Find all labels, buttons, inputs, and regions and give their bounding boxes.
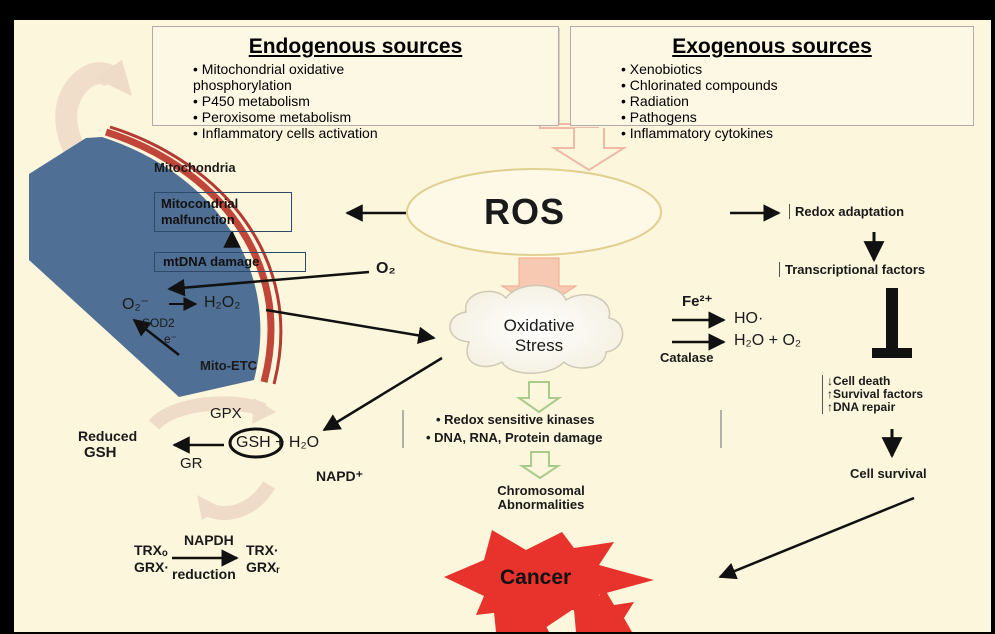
inhibition-bar (886, 288, 898, 350)
mtdna-damage-box: mtDNA damage (154, 252, 306, 272)
catalase-label: Catalase (660, 350, 714, 365)
gsh-h2o-label: GSH + H₂O (236, 434, 320, 451)
exogenous-item: • Pathogens (621, 109, 697, 125)
endogenous-item: • Inflammatory cells activation (193, 125, 378, 141)
sod2-label: SOD2 (142, 316, 175, 330)
transcriptional-factors-text: Transcriptional factors (785, 262, 926, 277)
napd-label: NAPD⁺ (316, 468, 364, 484)
stress-line: Oxidative (503, 316, 575, 335)
cancer-burst-small-2 (574, 588, 634, 632)
redox-adaptation-label: Redox adaptation (789, 204, 904, 219)
ros-label: ROS (484, 191, 566, 232)
grx-reduced-label: GRXᵣ (246, 559, 280, 575)
chromosomal-line: Chromosomal (497, 483, 585, 498)
malfunction-box: Mitocondrial malfunction (154, 192, 292, 232)
endogenous-title: Endogenous sources (248, 35, 463, 58)
recycle-arrow-gsh (148, 396, 267, 431)
endogenous-list: • Mitochondrial oxidative phosphorylatio… (193, 61, 378, 141)
gr-label: GR (180, 455, 203, 472)
exogenous-item: • Xenobiotics (621, 61, 703, 77)
dna-damage-item: • DNA, RNA, Protein damage (426, 430, 603, 445)
o2-minus-label: O₂⁻ (122, 296, 150, 313)
reduced-gsh-label: GSH (84, 444, 117, 461)
trx-reduced-label: TRX· (246, 542, 279, 558)
transcriptional-factors-label: Transcriptional factors (779, 262, 925, 277)
hydroxyl-label: HO· (734, 310, 764, 327)
redox-adaptation-text: Redox adaptation (795, 204, 905, 219)
dna-repair-item: ↑DNA repair (827, 400, 896, 414)
trx-oxidized-label: TRXₒ (134, 542, 168, 558)
oxidative-stress-label: Oxidative Stress (484, 316, 594, 356)
endogenous-item: • Mitochondrial oxidative (193, 61, 345, 77)
gpx-label: GPX (210, 405, 242, 422)
redox-kinases-item: • Redox sensitive kinases (436, 412, 595, 427)
grx-oxidized-label: GRX· (134, 559, 169, 575)
exogenous-sources-box: Exogenous sources • Xenobiotics • Chlori… (570, 26, 974, 141)
diagram-canvas: Endogenous sources • Mitochondrial oxida… (14, 20, 991, 632)
cell-survival-label: Cell survival (850, 466, 927, 481)
exogenous-item: • Inflammatory cytokines (621, 125, 773, 141)
exogenous-item: • Radiation (621, 93, 689, 109)
h2o2-label: H₂O₂ (204, 294, 241, 311)
cancer-burst-small (494, 590, 554, 632)
stress-to-damage-arrow (515, 381, 563, 414)
endogenous-item: • P450 metabolism (193, 93, 310, 109)
mitochondria-label: Mitochondria (154, 160, 236, 175)
chromosomal-line: Abnormalities (497, 497, 585, 512)
stress-line: Stress (514, 336, 564, 355)
mtdna-damage-label: mtDNA damage (163, 254, 260, 269)
mitochondrion-membrane (104, 128, 275, 383)
diagram-graphics (29, 28, 915, 632)
napdh-label: NAPDH (184, 532, 234, 548)
mito-etc-label: Mito-ETC (200, 358, 258, 373)
oxidative-stress-cloud (449, 284, 624, 374)
cell-death-item: ↓Cell death (827, 374, 891, 388)
cancer-label: Cancer (500, 566, 572, 589)
endogenous-item: phosphorylation (193, 77, 292, 93)
electron-label: e⁻ (164, 332, 178, 346)
malfunction-line: malfunction (161, 212, 235, 227)
endogenous-item: • Peroxisome metabolism (193, 109, 352, 125)
malfunction-line: Mitocondrial (161, 196, 239, 211)
ros-ellipse (406, 168, 662, 256)
exogenous-item: • Chlorinated compounds (621, 77, 778, 93)
mitochondrion-shape (29, 137, 261, 397)
gsh-circle (228, 427, 284, 459)
exogenous-list: • Xenobiotics • Chlorinated compounds • … (621, 61, 778, 141)
water-oxygen-label: H₂O + O₂ (734, 332, 802, 349)
damage-to-chromosomal-arrow (518, 451, 562, 480)
endogenous-sources-box: Endogenous sources • Mitochondrial oxida… (152, 26, 559, 141)
chromosomal-abnormalities-label: Chromosomal Abnormalities (474, 484, 608, 512)
o2-label: O₂ (376, 260, 396, 277)
reduction-label: reduction (172, 566, 236, 582)
exogenous-title: Exogenous sources (672, 35, 872, 58)
reduced-label: Reduced (78, 428, 138, 444)
outcomes-list: ↓Cell death ↑Survival factors ↑DNA repai… (822, 375, 923, 414)
fe-label: Fe²⁺ (682, 293, 713, 310)
survival-factors-item: ↑Survival factors (827, 387, 924, 401)
